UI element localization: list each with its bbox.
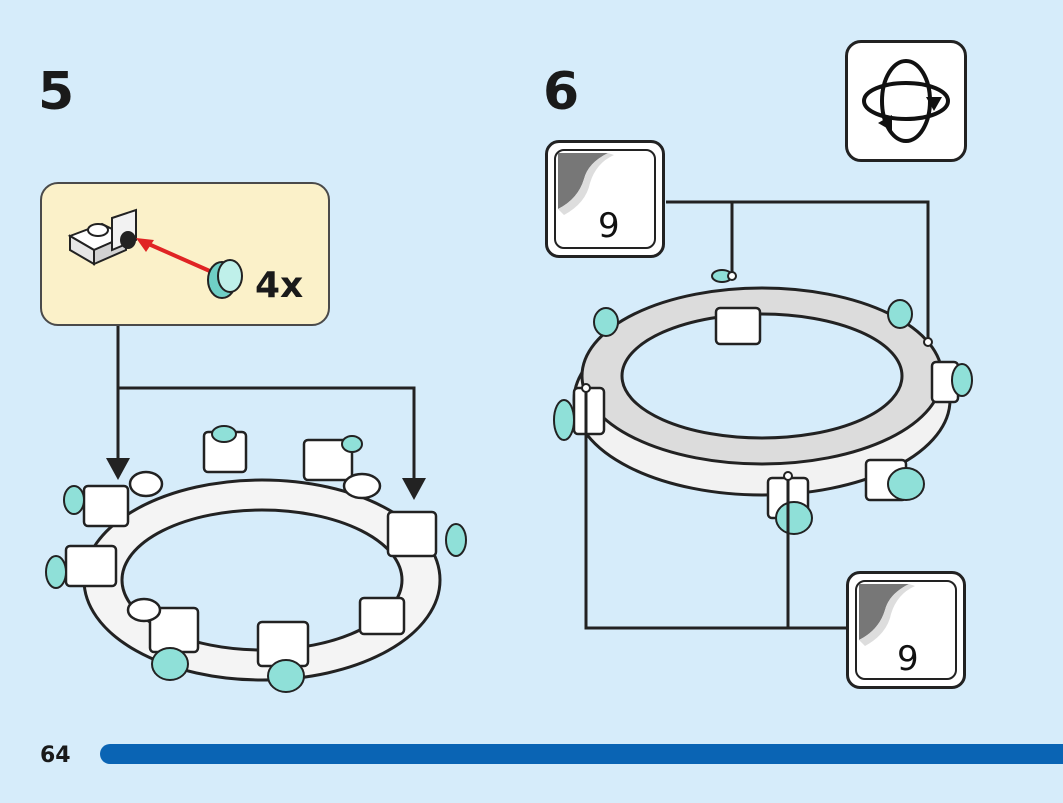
step5-ring-assembly: [45, 425, 467, 693]
page-number: 64: [40, 743, 71, 768]
sticker-callout-bottom: 9: [846, 571, 966, 689]
sticker-callout-top: 9: [545, 140, 665, 258]
sticker-number: 9: [598, 206, 620, 246]
sticker-icon: [859, 584, 915, 646]
red-arrow-icon: [136, 238, 213, 274]
rotate-model-box: [845, 40, 967, 162]
parts-assembly-illustration: [67, 208, 243, 299]
step-5-number: 5: [38, 62, 75, 122]
quantity-label: 4x: [255, 265, 304, 306]
page-progress-bar: [100, 744, 1063, 764]
pointer-arrow-left: [106, 458, 130, 480]
pointer-arrow-right: [402, 478, 426, 500]
rotate-model-icon: [862, 59, 950, 143]
transparent-stud-piece: [207, 259, 243, 299]
sticker-number: 9: [897, 639, 919, 679]
sticker-icon: [558, 153, 614, 215]
step6-leader-lines: [584, 200, 930, 630]
bracket-piece: [67, 208, 137, 266]
step-6-number: 6: [543, 62, 580, 122]
step5-leader-lines: [116, 326, 416, 480]
step6-ring-assembly: [553, 269, 973, 535]
parts-callout: [40, 182, 330, 326]
